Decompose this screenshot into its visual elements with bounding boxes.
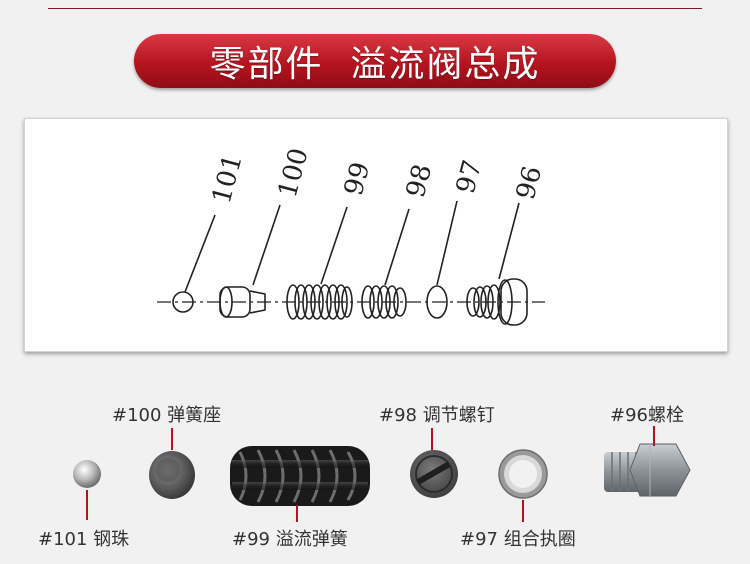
part-label-100: #100 弹簧座 [112, 405, 222, 426]
part-label-97: #97 组合执圈 [460, 529, 576, 550]
adjusting-screw-photo [410, 450, 458, 498]
combination-washer-photo [498, 449, 548, 499]
part-label-101: #101 钢珠 [38, 529, 130, 550]
spring-seat-photo [149, 451, 195, 499]
steel-ball-photo [73, 460, 101, 488]
bolt-photo [604, 443, 691, 497]
relief-spring-photo [230, 446, 370, 506]
title-banner: 零部件 溢流阀总成 [134, 34, 616, 88]
part-label-96: #96螺栓 [610, 405, 684, 426]
banner-title: 零部件 溢流阀总成 [209, 44, 541, 85]
part-label-98: #98 调节螺钉 [379, 405, 495, 426]
top-divider [48, 8, 702, 9]
diagram-drawing: 101 100 99 98 97 96 [157, 145, 548, 326]
part-label-99: #99 溢流弹簧 [232, 529, 348, 550]
exploded-diagram: 101 100 99 98 97 96 [24, 118, 728, 352]
